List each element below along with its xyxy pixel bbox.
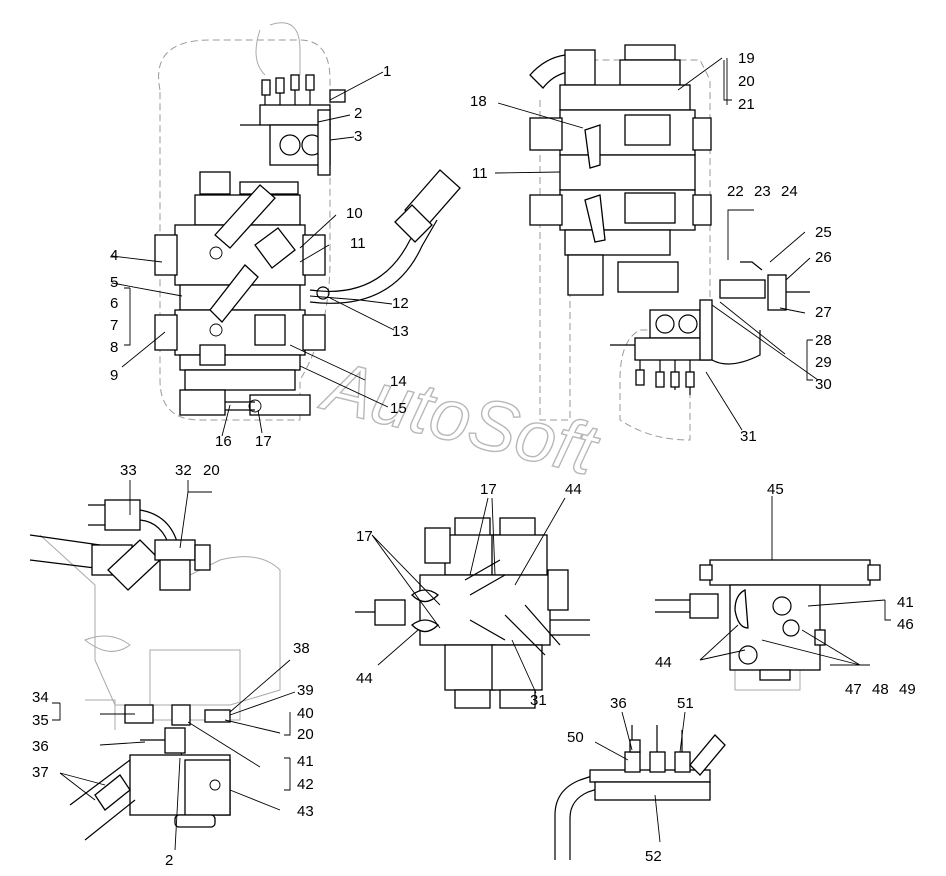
callout-20-view-c-lower: 20	[297, 726, 314, 743]
callout-26: 26	[815, 249, 832, 266]
callout-24: 24	[781, 183, 798, 200]
callout-32: 32	[175, 462, 192, 479]
callout-44-view-e: 44	[655, 654, 672, 671]
callout-14: 14	[390, 373, 407, 390]
callout-43: 43	[297, 803, 314, 820]
callout-10: 10	[346, 205, 363, 222]
callout-42: 42	[297, 776, 314, 793]
callout-52: 52	[645, 848, 662, 865]
callout-6: 6	[110, 295, 118, 312]
callout-31: 31	[740, 428, 757, 445]
callout-48: 48	[872, 681, 889, 698]
callout-12: 12	[392, 295, 409, 312]
callout-13: 13	[392, 323, 409, 340]
callout-1: 1	[383, 63, 391, 80]
callout-22: 22	[727, 183, 744, 200]
view-d-valve-detail	[355, 517, 590, 709]
callout-7: 7	[110, 317, 118, 334]
callout-47: 47	[845, 681, 862, 698]
callout-15: 15	[390, 400, 407, 417]
callout-37: 37	[32, 764, 49, 781]
callout-49: 49	[899, 681, 916, 698]
callout-2: 2	[354, 105, 362, 122]
watermark-text: AutoSoft	[313, 345, 607, 491]
callout-46: 46	[897, 616, 914, 633]
callout-18: 18	[470, 93, 487, 110]
view-f-valve-detail	[554, 725, 726, 860]
callout-16: 16	[215, 433, 232, 450]
callout-19: 19	[738, 50, 755, 67]
callout-31-view-d: 31	[530, 692, 547, 709]
callout-25: 25	[815, 224, 832, 241]
callout-36: 36	[32, 738, 49, 755]
callout-11-view-b: 11	[472, 165, 488, 182]
callout-3: 3	[354, 128, 362, 145]
callout-51: 51	[677, 695, 694, 712]
callout-33: 33	[120, 462, 137, 479]
view-b-valve-block	[529, 44, 810, 441]
callout-11: 11	[350, 235, 366, 252]
view-f-leaders	[594, 711, 686, 843]
callout-17-view-d-top: 17	[480, 481, 497, 498]
callout-44-view-d-top: 44	[565, 481, 582, 498]
callout-29: 29	[815, 354, 832, 371]
callout-50: 50	[567, 729, 584, 746]
callout-20-view-c: 20	[203, 462, 220, 479]
callout-8: 8	[110, 339, 118, 356]
callout-41-view-e: 41	[897, 594, 914, 611]
callout-38: 38	[293, 640, 310, 657]
view-d-leaders	[371, 497, 566, 694]
callout-2-view-c: 2	[165, 852, 173, 869]
callout-28: 28	[815, 332, 832, 349]
callout-39: 39	[297, 682, 314, 699]
view-e-leaders	[699, 496, 891, 666]
callout-17-view-d-left: 17	[356, 528, 373, 545]
callout-5: 5	[110, 274, 118, 291]
callout-45: 45	[767, 481, 784, 498]
view-c-leaders	[52, 480, 296, 851]
callout-41: 41	[297, 753, 314, 770]
callout-20: 20	[738, 73, 755, 90]
view-a-valve-block	[154, 22, 461, 421]
callout-40: 40	[297, 705, 314, 722]
view-b-leaders	[494, 57, 819, 431]
callout-23: 23	[754, 183, 771, 200]
callout-36-view-f: 36	[610, 695, 627, 712]
callout-35: 35	[32, 712, 49, 729]
callout-27: 27	[815, 304, 832, 321]
view-c-valve-detail	[29, 499, 281, 841]
callout-4: 4	[110, 247, 118, 264]
view-e-valve-detail	[655, 559, 881, 691]
view-a-leaders	[111, 71, 395, 437]
callout-9: 9	[110, 367, 118, 384]
callout-44-view-d-bottom: 44	[356, 670, 373, 687]
callout-21: 21	[738, 96, 755, 113]
callout-34: 34	[32, 689, 49, 706]
callout-30: 30	[815, 376, 832, 393]
callout-17: 17	[255, 433, 272, 450]
callout-labels: 1 2 3 4 5 6 7 8 9 10 11 12 13 14 15 16 1…	[32, 50, 916, 869]
